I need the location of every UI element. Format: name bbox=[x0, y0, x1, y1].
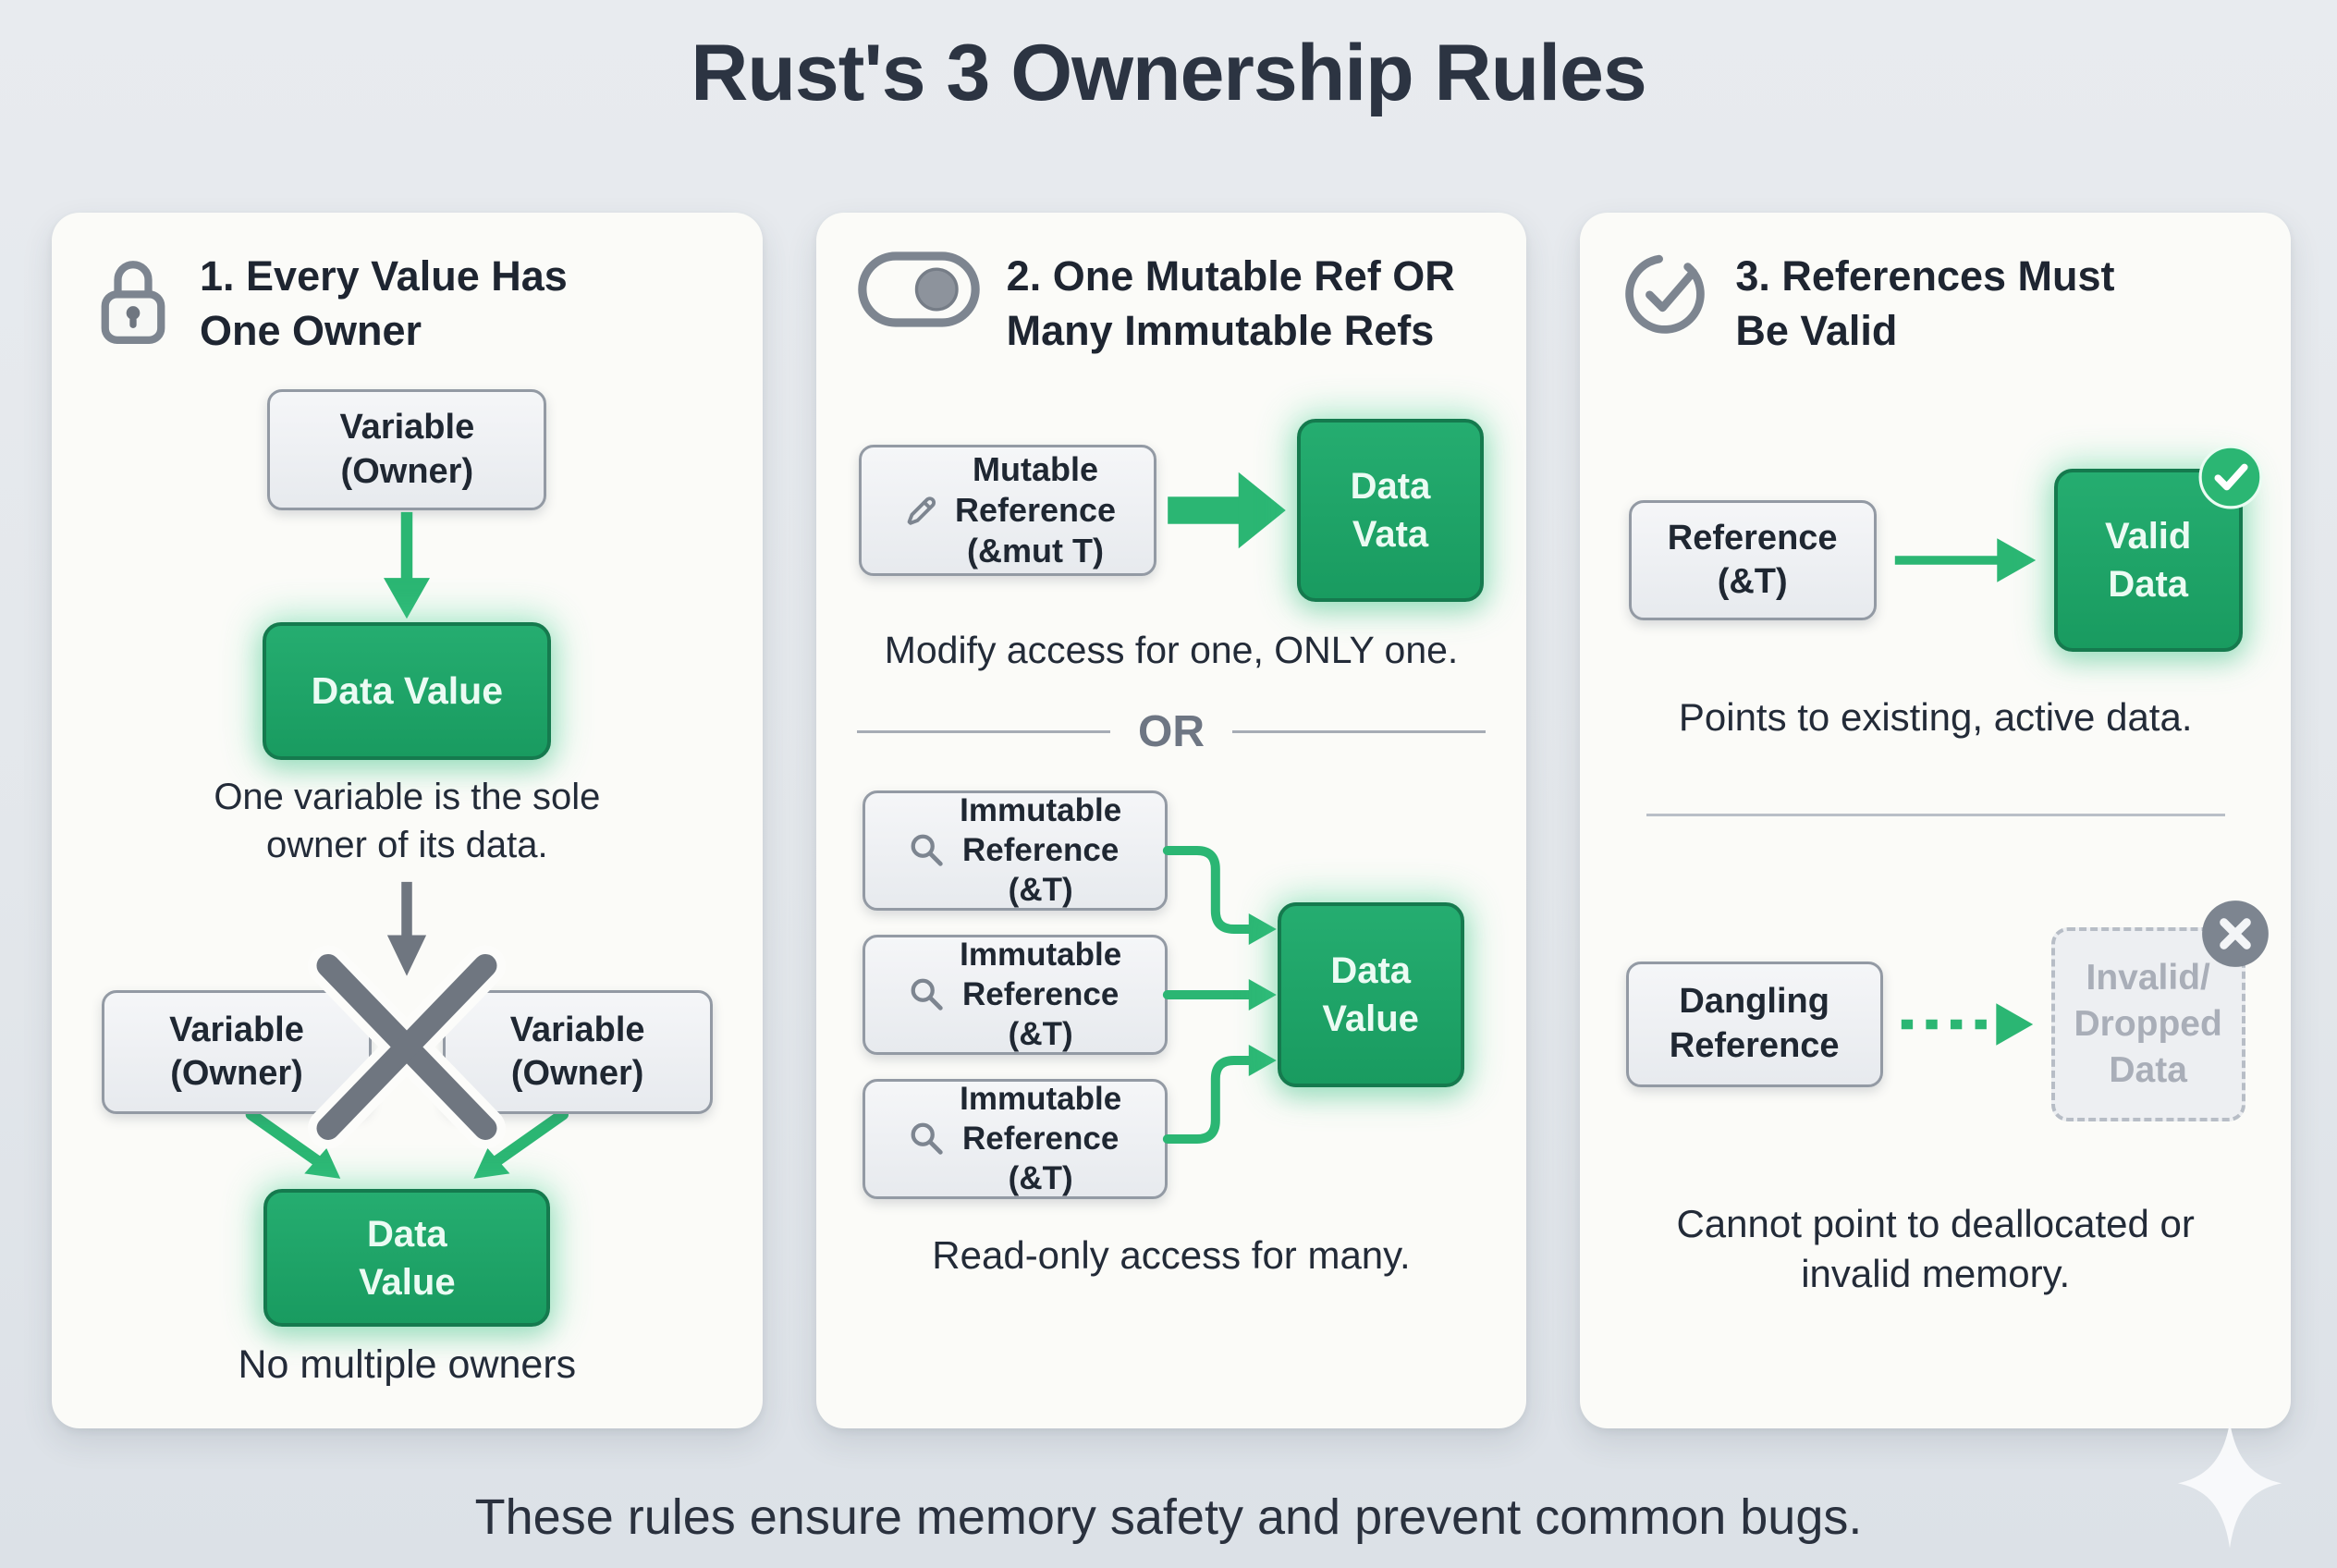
data-value-box-bottom: Data Value bbox=[263, 1189, 551, 1328]
magnifier-icon bbox=[911, 834, 943, 867]
immutable-reference-box-1: Immutable Reference (&T) bbox=[862, 790, 1168, 912]
two-owners-row: Variable (Owner) Variable (Owner) bbox=[92, 945, 722, 1149]
rule-card-1: 1. Every Value Has One Owner Variable (O… bbox=[52, 213, 763, 1428]
invalid-dropped-data-box: Invalid/ Dropped Data bbox=[2050, 926, 2245, 1121]
green-down-arrow-icon bbox=[384, 511, 431, 619]
rule-card-3: 3. References Must Be Valid Reference (&… bbox=[1580, 213, 2292, 1428]
data-value-box-shared: Data Value bbox=[1277, 902, 1464, 1088]
mutable-reference-box: Mutable Reference (&mut T) bbox=[859, 445, 1156, 576]
card-1-header: 1. Every Value Has One Owner bbox=[92, 250, 568, 358]
rule-1-caption-top: One variable is the sole owner of its da… bbox=[214, 776, 601, 865]
rule-card-2: 2. One Mutable Ref OR Many Immutable Ref… bbox=[815, 213, 1527, 1428]
x-badge-icon bbox=[2201, 900, 2269, 967]
thick-right-arrow-icon bbox=[1168, 472, 1286, 549]
immutable-reference-box-3: Immutable Reference (&T) bbox=[862, 1079, 1168, 1200]
data-vata-box: Data Vata bbox=[1297, 419, 1484, 602]
mutable-ref-row: Mutable Reference (&mut T) Data Vata bbox=[859, 419, 1484, 602]
toggle-icon bbox=[857, 251, 980, 327]
card-3-title: 3. References Must Be Valid bbox=[1735, 250, 2114, 358]
variable-owner-box-left: Variable (Owner) bbox=[102, 990, 372, 1115]
card-2-title-line1: 2. One Mutable Ref OR bbox=[1006, 252, 1455, 300]
card-3-title-line2: Be Valid bbox=[1735, 306, 1898, 354]
rule-2-caption-top: Modify access for one, ONLY one. bbox=[884, 629, 1459, 671]
footer-text: These rules ensure memory safety and pre… bbox=[474, 1489, 1863, 1545]
or-label: OR bbox=[1138, 707, 1205, 757]
card-1-title-line2: One Owner bbox=[200, 306, 422, 354]
converging-arrows bbox=[245, 1111, 569, 1180]
cross-icon bbox=[308, 945, 507, 1149]
lock-icon bbox=[101, 261, 165, 344]
magnifier-icon bbox=[911, 1122, 943, 1156]
card-1-title: 1. Every Value Has One Owner bbox=[200, 250, 568, 358]
rule-3-caption-bottom: Cannot point to deallocated or invalid m… bbox=[1676, 1201, 2195, 1296]
data-value-box: Data Value bbox=[263, 622, 552, 760]
gray-down-arrow-icon bbox=[387, 881, 427, 976]
card-2-header: 2. One Mutable Ref OR Many Immutable Ref… bbox=[857, 250, 1455, 358]
section-divider bbox=[1646, 813, 2225, 816]
dangling-reference-box: Dangling Reference bbox=[1625, 961, 1883, 1087]
green-right-arrow-icon bbox=[1894, 538, 2036, 582]
card-2-title-line2: Many Immutable Refs bbox=[1006, 306, 1435, 354]
immutable-refs-diagram: Immutable Reference (&T) Immutable bbox=[857, 790, 1487, 1200]
card-3-title-line1: 3. References Must bbox=[1735, 252, 2115, 300]
check-circle-icon bbox=[1625, 254, 1706, 334]
rule-1-caption-bottom: No multiple owners bbox=[238, 1342, 577, 1388]
card-2-title: 2. One Mutable Ref OR Many Immutable Ref… bbox=[1007, 250, 1455, 358]
variable-owner-box: Variable (Owner) bbox=[267, 389, 547, 511]
magnifier-icon bbox=[911, 978, 943, 1011]
immutable-reference-box-2: Immutable Reference (&T) bbox=[862, 935, 1168, 1056]
valid-reference-row: Reference (&T) Valid Data bbox=[1628, 445, 2263, 652]
pencil-icon bbox=[907, 496, 936, 525]
card-3-header: 3. References Must Be Valid bbox=[1621, 250, 2115, 358]
dotted-arrow-icon bbox=[1901, 1002, 2033, 1046]
page-title: Rust's 3 Ownership Rules bbox=[691, 29, 1647, 117]
rule-3-caption-top: Points to existing, active data. bbox=[1678, 695, 2193, 739]
rule-cards: 1. Every Value Has One Owner Variable (O… bbox=[52, 213, 2292, 1428]
check-badge-icon bbox=[2198, 445, 2263, 509]
rule-2-caption-bottom: Read-only access for many. bbox=[932, 1233, 1411, 1278]
or-divider: OR bbox=[856, 706, 1487, 757]
fan-in-connectors bbox=[1162, 846, 1277, 1145]
reference-box: Reference (&T) bbox=[1628, 500, 1877, 620]
variable-owner-box-right: Variable (Owner) bbox=[442, 990, 713, 1115]
valid-data-box: Valid Data bbox=[2053, 469, 2243, 652]
sparkle-icon bbox=[2177, 1421, 2282, 1549]
dangling-reference-row: Dangling Reference Invalid/ Dropped Data bbox=[1625, 900, 2269, 1121]
card-1-title-line1: 1. Every Value Has bbox=[200, 252, 568, 300]
